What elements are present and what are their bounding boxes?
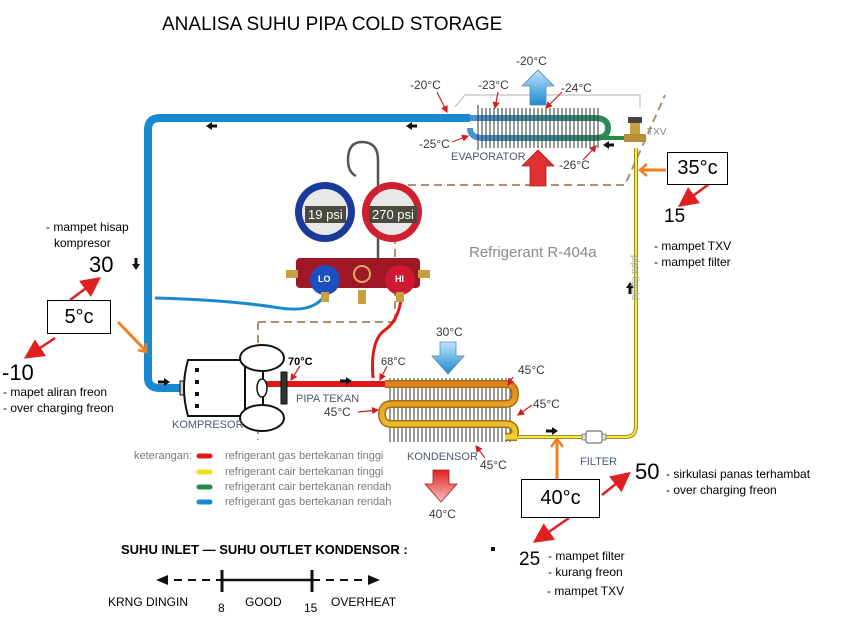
evaporator-temp-upper-right: -24°C: [561, 81, 592, 95]
evaporator-label: EVAPORATOR: [451, 151, 526, 163]
legend-item: refrigerant cair bertekanan rendah: [225, 481, 392, 493]
condenser-temp-right-mid: 45°C: [533, 397, 560, 411]
condenser-outlet-high-note-2: - over charging freon: [666, 483, 777, 497]
suction-low-note-1: - mapet aliran freon: [3, 385, 108, 399]
scale-left-label: KRNG DINGIN: [108, 595, 189, 609]
suction-high-value: 30: [89, 252, 114, 277]
scale-tick-low: 8: [218, 601, 225, 615]
txv-label: TXV: [647, 127, 667, 138]
suction-high-note-2: kompresor: [54, 236, 111, 250]
evaporator-inlet-temp: -26°C: [559, 158, 590, 172]
condenser-outlet-low-value: 25: [519, 549, 541, 570]
suction-line: [144, 114, 470, 392]
txv-low-note-2: - mampet filter: [654, 255, 731, 269]
condenser-outlet-low-note-2: - kurang freon: [548, 565, 623, 579]
scale-right-label: OVERHEAT: [331, 595, 397, 609]
evaporator-cover: [454, 94, 641, 108]
filter-label: FILTER: [580, 456, 618, 468]
discharge-pipe-label: PIPA TEKAN: [296, 393, 360, 405]
condenser-air-out-temp: 40°C: [429, 507, 456, 521]
condenser-outlet-low-note-3: - mampet TXV: [547, 584, 625, 598]
txv-low-note-1: - mampet TXV: [654, 239, 732, 253]
evaporator-coil: [467, 105, 640, 150]
evaporator-temp-upper-left: -23°C: [478, 78, 509, 92]
sensor-arrows: [116, 163, 666, 480]
compressor: [179, 344, 288, 432]
lo-knob: [310, 265, 340, 295]
hi-knob: [385, 265, 415, 295]
scale-tick-high: 15: [304, 601, 318, 615]
compressor-label: KOMPRESOR: [172, 419, 244, 431]
condenser-air-in-temp: 30°C: [436, 325, 463, 339]
low-pressure-reading: 19 psi: [305, 206, 346, 223]
suction-high-note-1: - mampet hisap: [46, 220, 129, 234]
page-title: ANALISA SUHU PIPA COLD STORAGE: [162, 14, 503, 35]
filter-drier: [581, 430, 607, 444]
condenser-outlet-temp-box: 40°c: [521, 479, 600, 518]
legend-swatches: [196, 453, 213, 505]
suction-temp-box: 5°c: [47, 300, 111, 334]
condenser-temp-bottom: 45°C: [480, 458, 507, 472]
liquid-pipe-label: pipa liquid: [629, 255, 640, 301]
high-side-hose: [371, 284, 404, 379]
condenser-inlet-temp: 68°C: [381, 356, 406, 368]
condenser-temp-right-top: 45°C: [518, 363, 545, 377]
evaporator-cold-air-arrow: [521, 69, 555, 106]
manifold-gauge-set: [286, 140, 430, 304]
evaporator-air-out-temp: -20°C: [516, 54, 547, 68]
legend-item: refrigerant cair bertekanan tinggi: [225, 466, 384, 478]
condenser-coil: [377, 378, 520, 442]
legend-title: keterangan:: [134, 450, 193, 462]
hi-knob-label: HI: [395, 274, 404, 284]
lo-knob-label: LO: [318, 274, 331, 284]
refrigerant-type: Refrigerant R-404a: [469, 244, 597, 261]
txv-temp-box: 35°c: [667, 152, 728, 185]
flow-direction-arrows: [132, 122, 634, 551]
condenser-label: KONDENSOR: [407, 451, 478, 463]
discharge-temp: 70°C: [288, 356, 313, 368]
scale-mid-label: GOOD: [245, 595, 282, 609]
condenser-outlet-high-value: 50: [635, 459, 660, 484]
temperature-difference-scale: [156, 570, 380, 592]
high-pressure-reading: 270 psi: [369, 206, 417, 223]
analysis-arrows: [23, 182, 710, 543]
suction-low-note-2: - over charging freon: [3, 401, 114, 415]
temperature-pointers: [290, 91, 597, 459]
txv-valve: [624, 117, 646, 142]
condenser-air-in-arrow: [431, 341, 465, 375]
condenser-outlet-low-note-1: - mampet filter: [548, 549, 625, 563]
evaporator-outlet-temp: -20°C: [410, 78, 441, 92]
legend-item: refrigerant gas bertekanan tinggi: [225, 450, 384, 462]
txv-low-value: 15: [664, 206, 686, 227]
scale-title: SUHU INLET — SUHU OUTLET KONDENSOR :: [121, 542, 408, 557]
condenser-air-out-arrow: [424, 469, 458, 503]
legend-item: refrigerant gas bertekanan rendah: [225, 496, 392, 508]
liquid-line: [517, 148, 638, 439]
evaporator-warm-air-arrow: [521, 149, 555, 187]
condenser-outlet-high-note-1: - sirkulasi panas terhambat: [666, 467, 811, 481]
evaporator-temp-lower-left: -25°C: [419, 137, 450, 151]
condenser-temp-left: 45°C: [324, 405, 351, 419]
suction-low-value: -10: [2, 360, 34, 385]
hanger-hook: [346, 140, 380, 265]
discharge-temp-value: 70°C: [288, 356, 313, 368]
